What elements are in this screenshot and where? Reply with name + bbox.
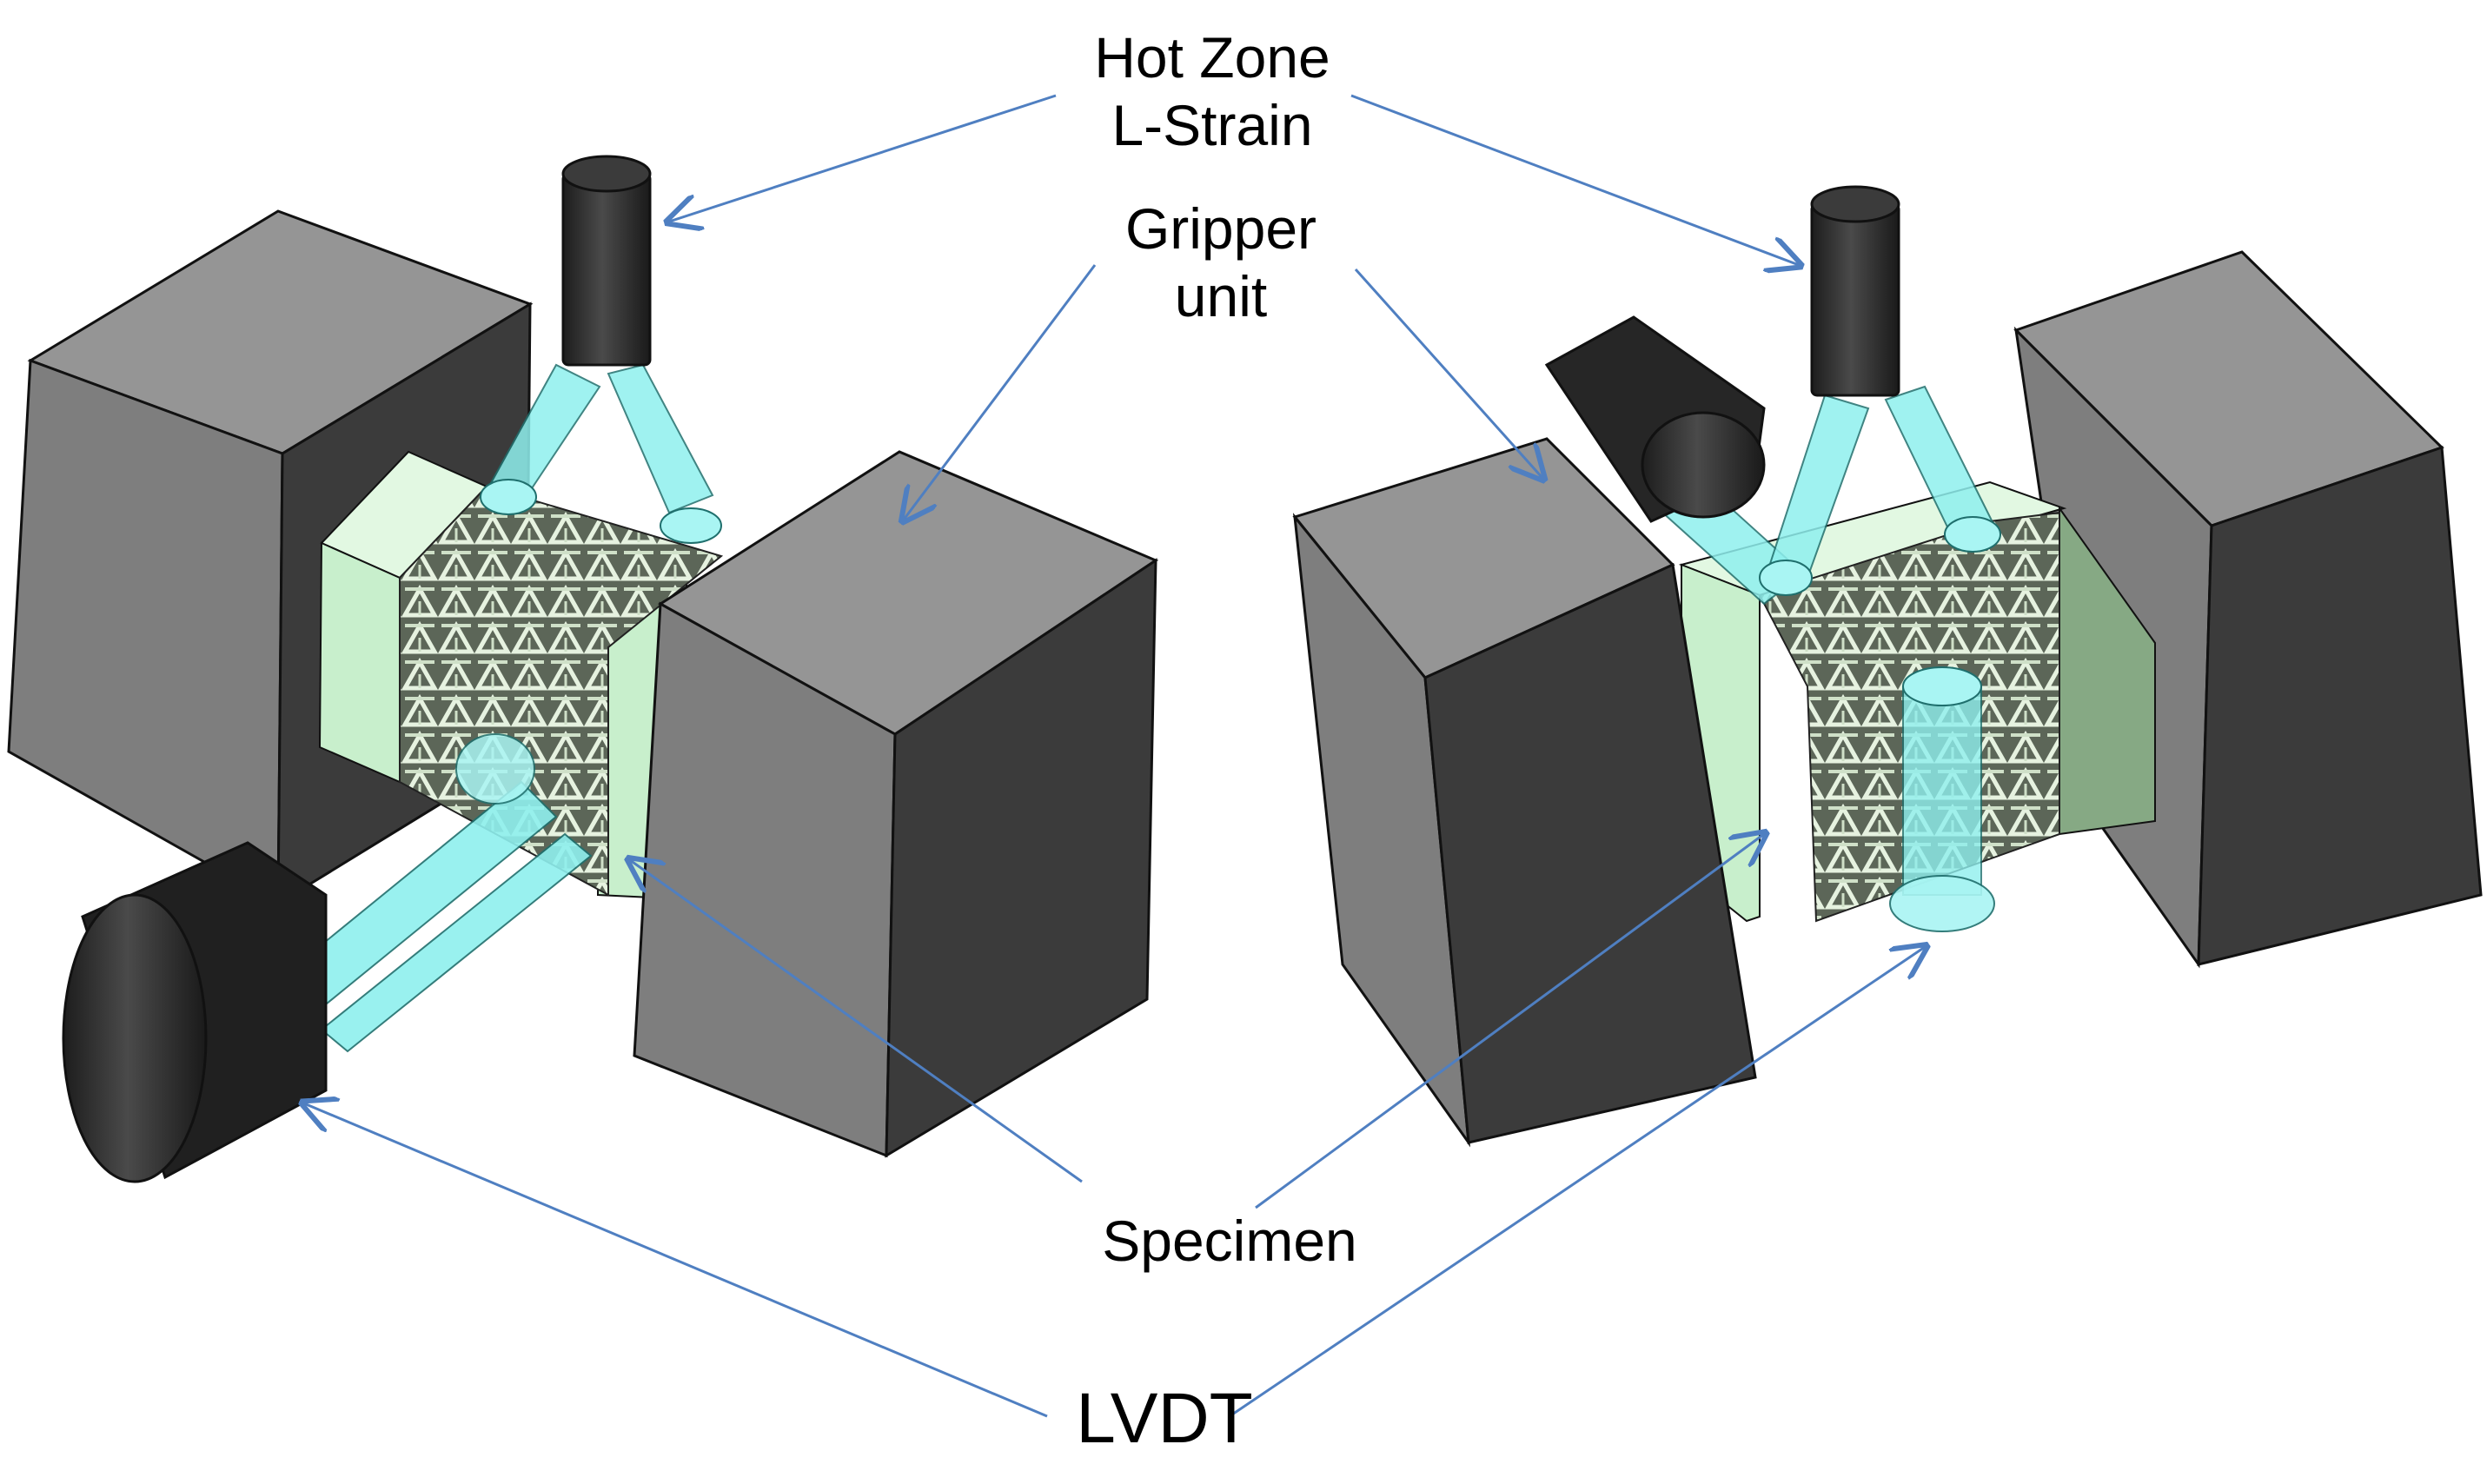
left-lvdt-sensor (62, 733, 593, 1183)
arrow-specimen-right (1255, 834, 1764, 1209)
right-gripper-block-front (1292, 437, 1757, 1148)
arrow-gripper-left (904, 264, 1097, 520)
left-gripper-block-front (633, 450, 1159, 1158)
arrow-hot-zone-left (669, 94, 1057, 222)
arrow-lvdt-right (1229, 947, 1925, 1418)
arrow-specimen-left (630, 860, 1083, 1183)
arrow-lvdt-left (304, 1103, 1048, 1418)
left-assembly (7, 155, 1159, 1183)
right-assembly (1292, 185, 2483, 1148)
right-lvdt-sensor (1889, 666, 1995, 932)
left-hot-zone-sensor (480, 155, 722, 544)
label-gripper-unit: Gripper unit (1064, 195, 1377, 331)
arrow-hot-zone-right (1350, 94, 1799, 265)
label-hot-zone-line2: L-Strain (1111, 92, 1313, 157)
label-gripper-line1: Gripper (1124, 196, 1317, 261)
right-horizontal-probe (1544, 315, 1805, 606)
arrow-gripper-right (1354, 268, 1542, 478)
right-gripper-block-back (2013, 250, 2483, 969)
label-lvdt: LVDT (1076, 1379, 1253, 1458)
label-gripper-line2: unit (1174, 263, 1268, 328)
right-hot-zone-sensor (1759, 185, 2001, 596)
label-hot-zone-line1: Hot Zone (1094, 25, 1330, 89)
label-specimen: Specimen (1102, 1209, 1357, 1273)
callout-arrows (304, 94, 1925, 1418)
label-hot-zone-l-strain: Hot Zone L-Strain (1021, 24, 1403, 160)
